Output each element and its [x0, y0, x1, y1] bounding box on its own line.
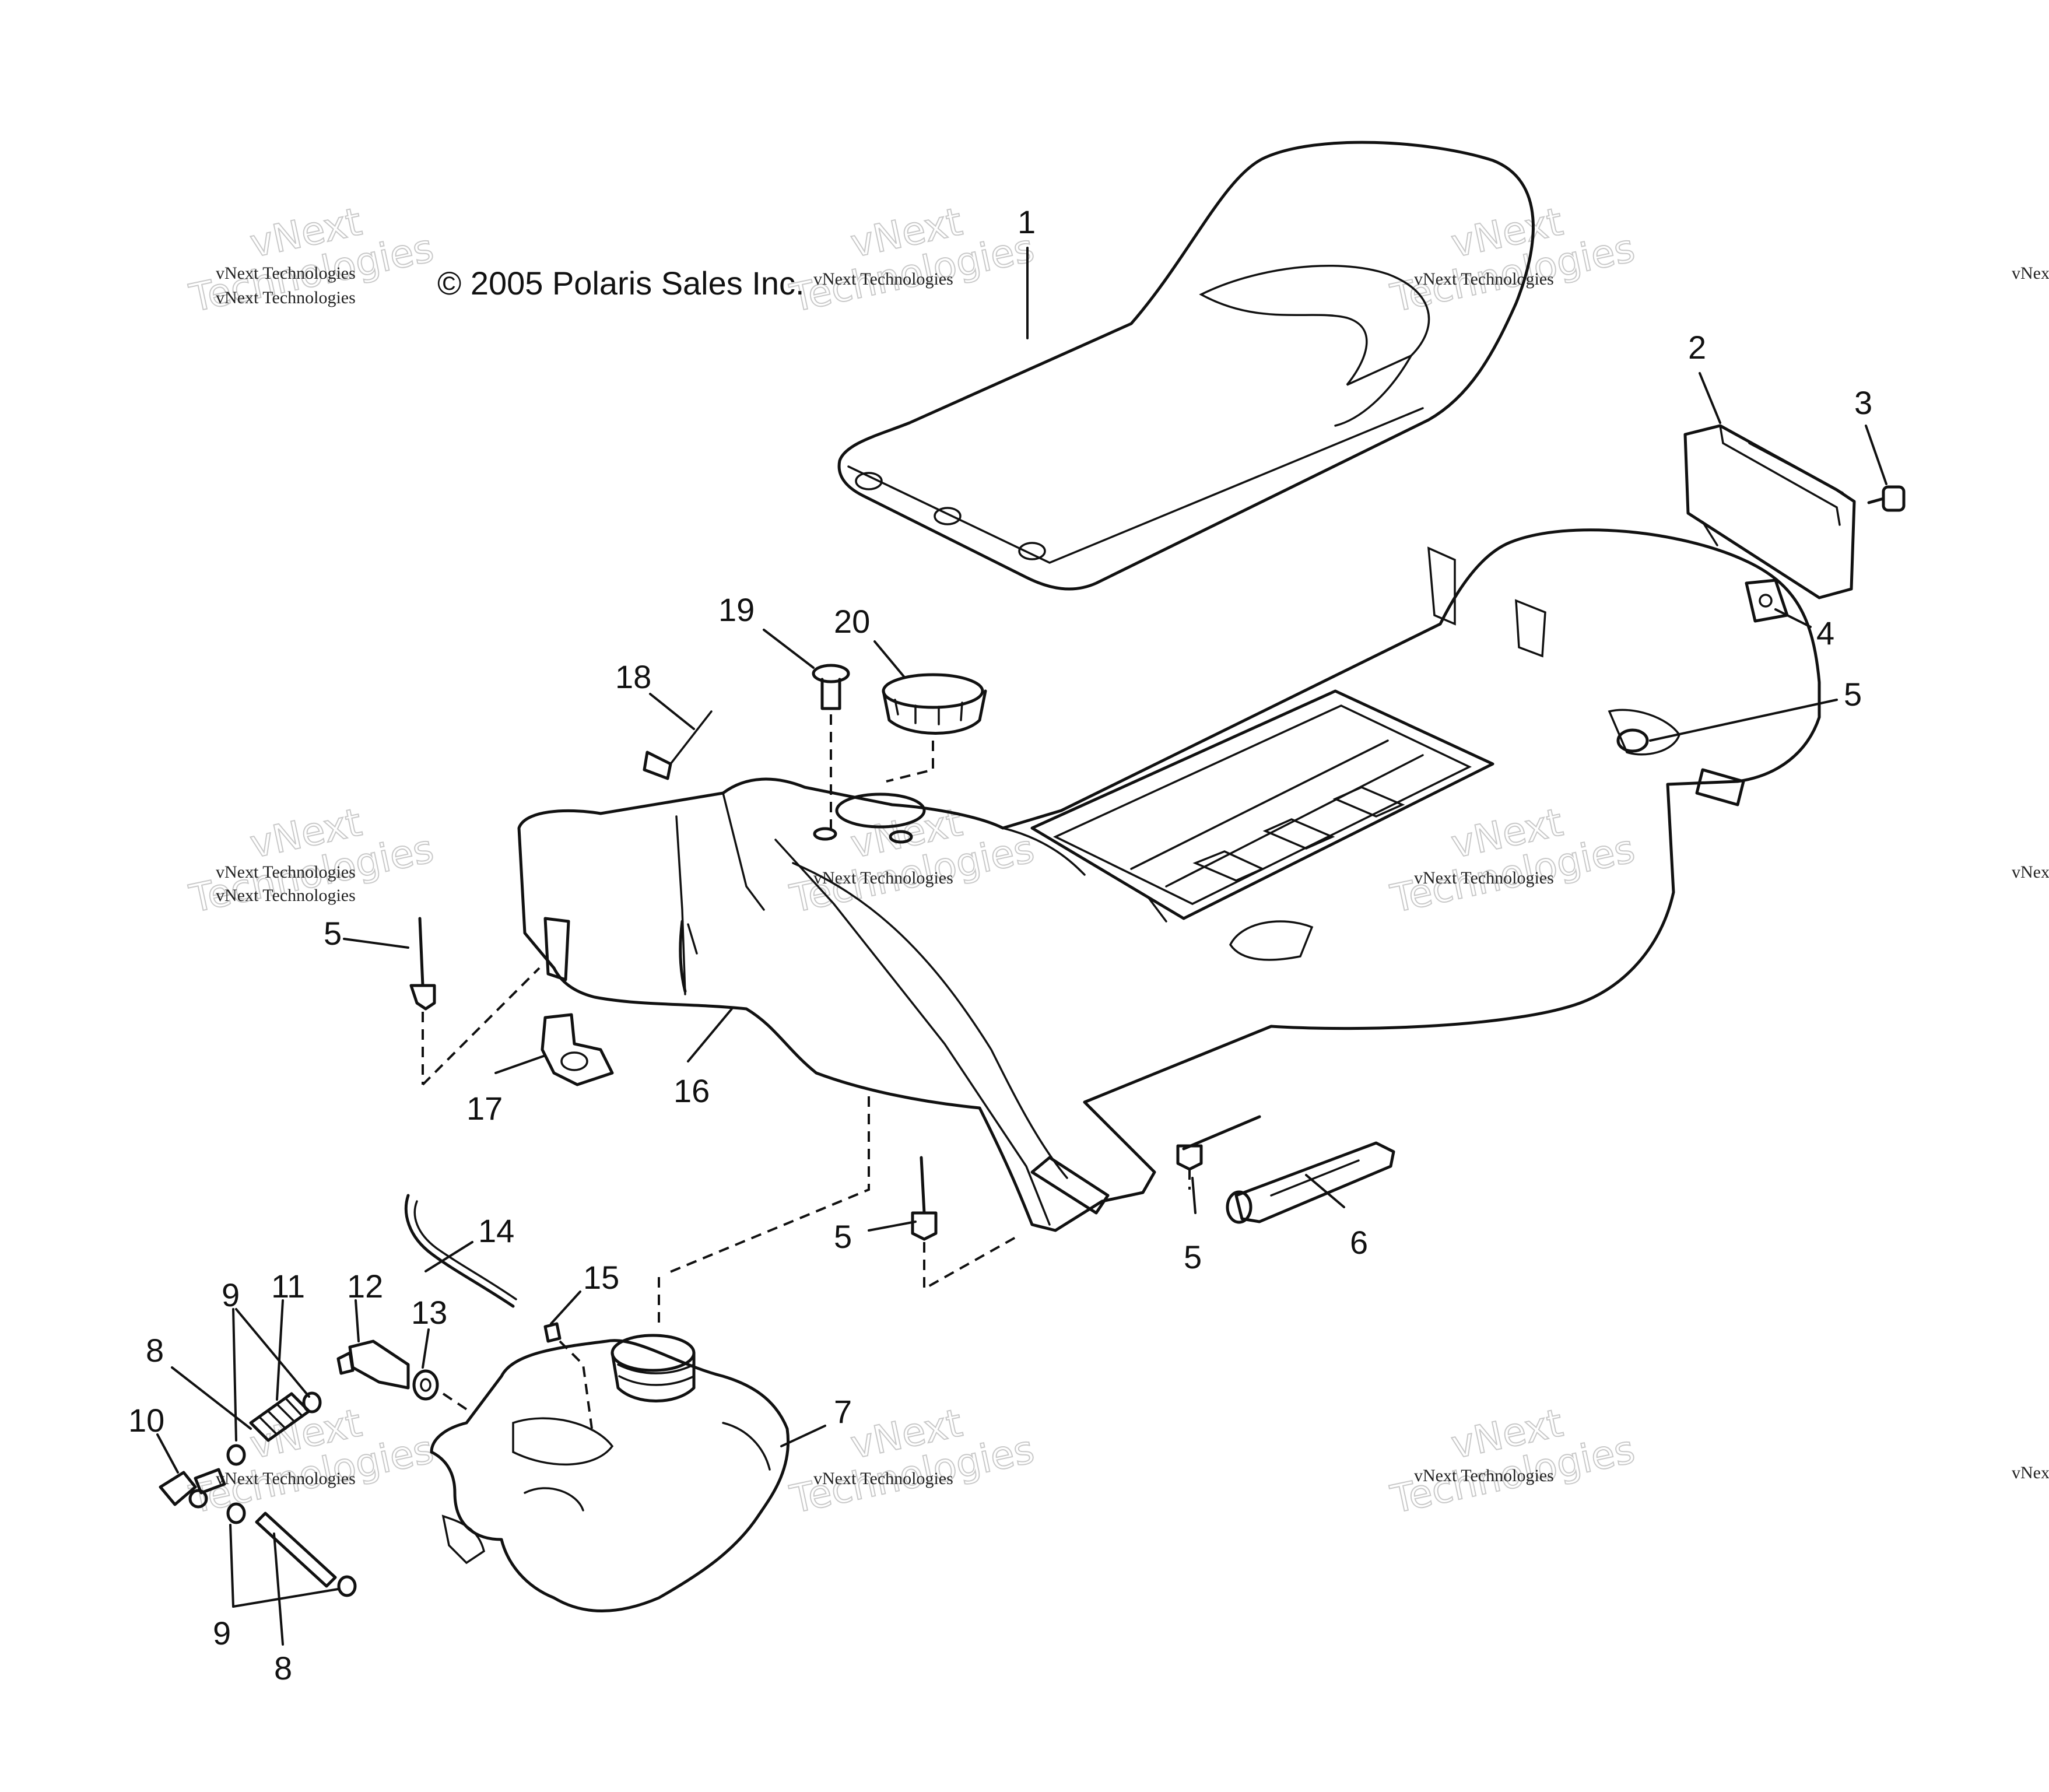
callout-14: 14: [478, 1212, 514, 1249]
callout-9: 9: [222, 1277, 240, 1313]
watermark-3: vNext Technologies: [1386, 198, 1639, 321]
watermark-text: vNext Technologies: [2012, 264, 2049, 283]
watermark-7: vNext Technologies: [185, 1400, 438, 1523]
callout-13: 13: [411, 1294, 447, 1331]
part-rivet-5c: [1176, 1115, 1261, 1171]
part-rivet-5d: [1616, 728, 1649, 753]
watermark-8: vNext Technologies: [785, 1400, 1038, 1523]
watermark-text: vNext Technologies: [216, 264, 356, 283]
part-grommet-13: [412, 1369, 439, 1401]
watermark-text: vNext Technologies: [2012, 1463, 2049, 1482]
watermark-9: vNext Technologies: [1386, 1400, 1639, 1523]
callout-8: 8: [274, 1650, 292, 1686]
callout-6: 6: [1350, 1224, 1368, 1261]
callout-5: 5: [1184, 1239, 1202, 1275]
watermark-text: vNext Technologies: [2012, 862, 2049, 882]
callout-17: 17: [466, 1090, 503, 1127]
callout-4: 4: [1816, 615, 1834, 651]
part-check-valve-15: [543, 1322, 562, 1343]
callout-19: 19: [718, 591, 755, 628]
callout-15: 15: [583, 1259, 619, 1296]
part-screw-19: [812, 664, 850, 710]
part-fuel-tank-7: [430, 1334, 790, 1612]
callout-5: 5: [324, 915, 342, 952]
watermark-text: vNext Technologies: [813, 1469, 953, 1488]
part-valve-10: [159, 1468, 226, 1509]
part-seat: [837, 141, 1535, 591]
callout-9: 9: [213, 1615, 231, 1651]
part-rear-bracket: [1683, 424, 1856, 599]
callout-12: 12: [347, 1268, 383, 1304]
callout-2: 2: [1688, 329, 1706, 366]
callout-group: 1 2 3 4 5 5 5 5 6 7 8 8 9 9 10 11 12 13 …: [128, 204, 1872, 1686]
fender-rear-tab: [1695, 768, 1745, 806]
part-rivet-18: [643, 710, 713, 780]
watermark-text: vNext Technologies: [1414, 868, 1554, 888]
callout-18: 18: [615, 658, 651, 695]
callout-8: 8: [146, 1332, 164, 1369]
part-clip-nut-4: [1745, 578, 1789, 623]
callout-11: 11: [271, 1268, 305, 1304]
leader-lines: [156, 247, 1887, 1646]
watermark-text: vNext Technologies: [1414, 269, 1554, 289]
watermark-group: vNext Technologies vNext Technologies vN…: [185, 198, 2049, 1523]
part-rivet-5a: [409, 917, 436, 1011]
part-elbow-12: [336, 1339, 410, 1390]
callout-5: 5: [1844, 676, 1862, 713]
part-bracket-17: [541, 1013, 614, 1086]
part-rear-fender: [517, 528, 1821, 1232]
watermark-text: vNext Technologies: [216, 886, 356, 905]
watermark-text: vNext Technologies: [216, 1469, 356, 1488]
watermark-6: vNext Technologies: [1386, 799, 1639, 922]
part-strap-6: [1226, 1141, 1395, 1224]
watermark-text: vNext Technologies: [1414, 1466, 1554, 1485]
callout-16: 16: [673, 1072, 710, 1109]
copyright-notice: © 2005 Polaris Sales Inc.: [437, 265, 805, 301]
watermark-2: vNext Technologies: [785, 198, 1038, 321]
watermark-text: vNext Technologies: [216, 862, 356, 882]
part-rivet-5b: [911, 1156, 938, 1241]
callout-20: 20: [834, 603, 870, 640]
callout-1: 1: [1018, 204, 1036, 240]
callout-5: 5: [834, 1218, 852, 1255]
part-hose-8: [255, 1512, 337, 1588]
callout-7: 7: [834, 1393, 852, 1430]
callout-10: 10: [128, 1402, 164, 1439]
callout-3: 3: [1854, 384, 1872, 421]
part-vent-hose-14: [404, 1194, 517, 1308]
part-fuel-cap-20: [882, 673, 987, 735]
watermark-text: vNext Technologies: [813, 269, 953, 289]
part-bolt-3: [1867, 485, 1906, 512]
part-clamp-9: [226, 1391, 357, 1597]
watermark-text: vNext Technologies: [216, 288, 356, 307]
assembly-lines: [422, 714, 1191, 1429]
